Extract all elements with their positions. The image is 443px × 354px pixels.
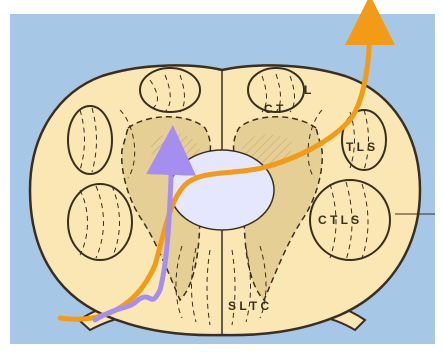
label-upper-right-mid: C T — [264, 102, 284, 116]
label-right-upper: T L S — [346, 140, 375, 154]
label-upper-right-top: L — [304, 83, 311, 97]
central-canal — [170, 150, 274, 230]
label-bottom-center: S L T C — [228, 299, 269, 313]
label-right-lower: C T L S — [318, 213, 359, 227]
